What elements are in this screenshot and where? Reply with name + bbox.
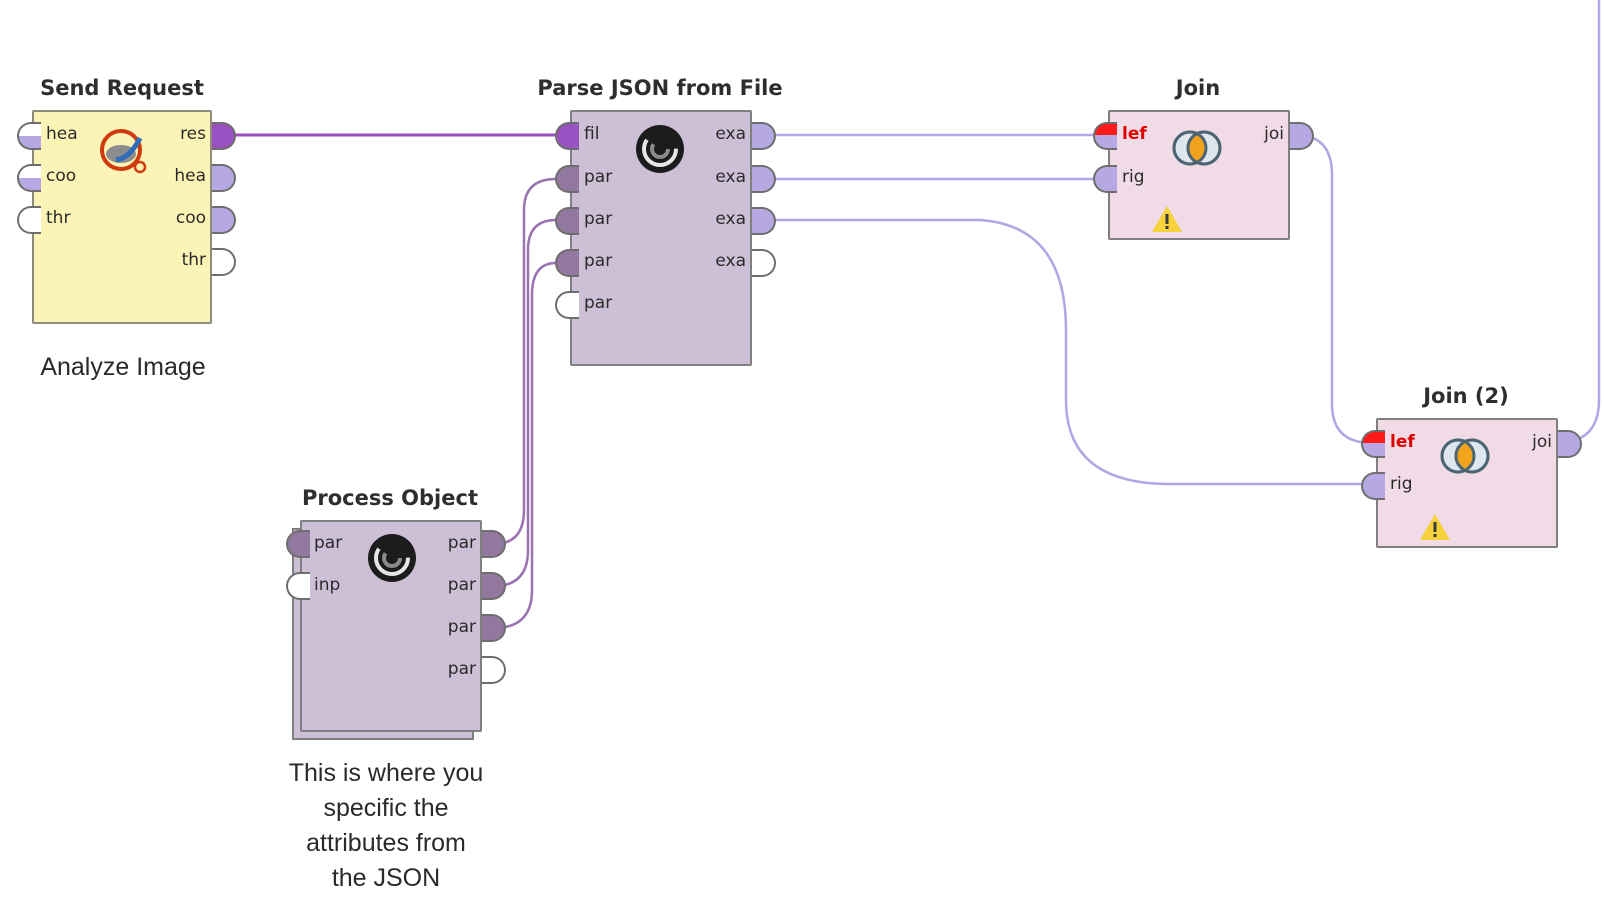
port-label-in-rig-2: rig [1390, 474, 1413, 494]
json-swirl-icon [636, 125, 684, 173]
port-out-exa-1[interactable] [752, 122, 776, 150]
caption-line: specific the [323, 794, 449, 822]
port-in-thr[interactable] [17, 206, 41, 234]
port-out-par-1[interactable] [482, 530, 506, 558]
port-label-out-exa-2: exa [715, 167, 746, 187]
port-label-out-par-1: par [447, 533, 476, 553]
warning-icon [1152, 206, 1182, 232]
port-out-joi-2[interactable] [1558, 430, 1582, 458]
port-label-in-thr: thr [46, 208, 71, 228]
port-label-in-par-2: par [584, 209, 613, 229]
port-label-in-inp: inp [314, 575, 341, 595]
port-label-out-exa-3: exa [715, 209, 746, 229]
port-in-lef[interactable] [1093, 122, 1117, 150]
port-label-in-lef: lef [1122, 124, 1147, 144]
port-label-out-hea: hea [174, 166, 206, 186]
caption-line: This is where you [288, 759, 484, 787]
port-label-out-joi-2: joi [1532, 432, 1552, 452]
port-out-par-3[interactable] [482, 614, 506, 642]
operator-caption-analyze-image: Analyze Image [40, 353, 206, 381]
port-in-hea[interactable] [17, 122, 41, 150]
caption-line: attributes from [306, 829, 466, 857]
port-in-rig-2[interactable] [1361, 472, 1385, 500]
port-in-par-4[interactable] [555, 291, 579, 319]
port-out-res[interactable] [212, 122, 236, 150]
port-in-par-2[interactable] [555, 207, 579, 235]
wire-po-par2-to-pj-par2 [493, 218, 557, 588]
operator-title-parse-json: Parse JSON from File [537, 76, 783, 100]
port-in-inp[interactable] [286, 572, 310, 600]
port-label-in-par-3: par [584, 251, 613, 271]
wire-po-par1-to-pj-par1 [493, 177, 557, 546]
wire-join-to-join2-lef [1295, 133, 1373, 445]
port-label-in-fil: fil [584, 124, 600, 144]
port-out-joi[interactable] [1290, 122, 1314, 150]
venn-join-icon [1172, 130, 1222, 166]
json-swirl-icon [368, 534, 416, 582]
wire-po-par3-to-pj-par3 [493, 261, 557, 630]
port-out-par-4[interactable] [482, 656, 506, 684]
port-label-in-rig: rig [1122, 167, 1145, 187]
port-out-par-2[interactable] [482, 572, 506, 600]
web-request-icon [100, 129, 147, 174]
port-in-coo[interactable] [17, 164, 41, 192]
port-out-exa-3[interactable] [752, 207, 776, 235]
port-out-hea[interactable] [212, 164, 236, 192]
wire-join2-out [1555, 0, 1601, 445]
caption-line: the JSON [331, 864, 441, 892]
port-label-out-par-4: par [447, 659, 476, 679]
port-in-fil[interactable] [555, 122, 579, 150]
port-label-out-thr: thr [181, 250, 206, 270]
port-out-coo[interactable] [212, 206, 236, 234]
port-out-thr[interactable] [212, 248, 236, 276]
port-label-out-res: res [180, 124, 206, 144]
port-label-in-coo: coo [46, 166, 77, 186]
port-label-out-exa-4: exa [715, 251, 746, 271]
port-label-in-par-4: par [584, 293, 613, 313]
port-in-lef-2[interactable] [1361, 430, 1385, 458]
port-in-par-3[interactable] [555, 249, 579, 277]
operator-title-send-request: Send Request [40, 76, 204, 100]
port-label-out-par-3: par [447, 617, 476, 637]
wire-exa3-to-join2-rig [756, 218, 1372, 486]
operator-caption-process-object: This is where you specific the attribute… [250, 756, 522, 896]
port-in-par-1[interactable] [555, 165, 579, 193]
port-in-rig[interactable] [1093, 165, 1117, 193]
port-label-in-par-1: par [584, 167, 613, 187]
warning-icon [1420, 514, 1450, 540]
port-in-par[interactable] [286, 530, 310, 558]
port-label-in-par: par [314, 533, 343, 553]
operator-title-process-object: Process Object [302, 486, 478, 510]
port-label-out-coo: coo [175, 208, 206, 228]
operator-title-join: Join [1175, 76, 1221, 100]
port-label-in-lef-2: lef [1390, 432, 1415, 452]
port-out-exa-2[interactable] [752, 165, 776, 193]
port-label-in-hea: hea [46, 124, 78, 144]
venn-join-icon [1440, 438, 1490, 474]
port-out-exa-4[interactable] [752, 249, 776, 277]
port-label-out-par-2: par [447, 575, 476, 595]
port-label-out-exa-1: exa [715, 124, 746, 144]
port-label-out-joi: joi [1264, 124, 1284, 144]
operator-title-join-2: Join (2) [1423, 384, 1509, 408]
